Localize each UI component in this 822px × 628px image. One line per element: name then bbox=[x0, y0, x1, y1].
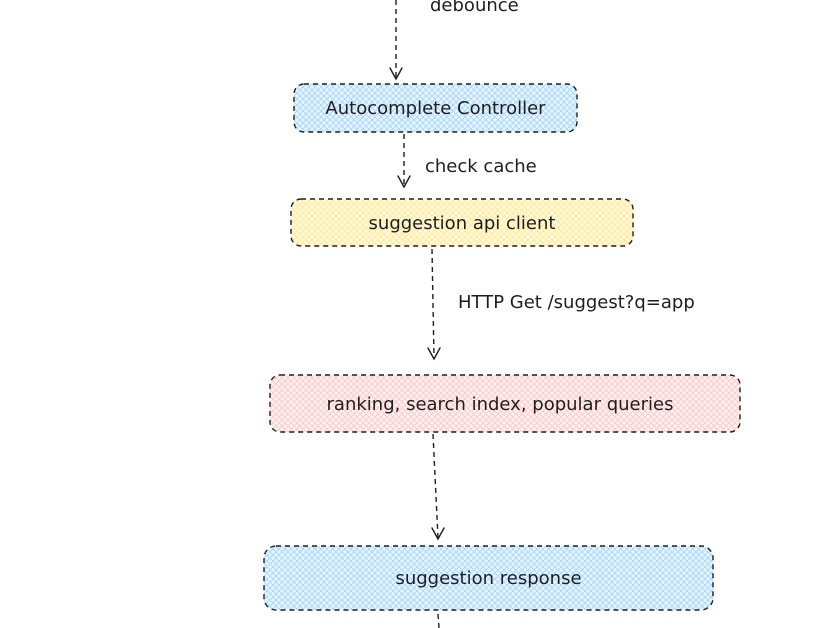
node-autocomplete-controller[interactable]: Autocomplete Controller bbox=[293, 83, 578, 133]
node-ranking-service[interactable]: ranking, search index, popular queries bbox=[269, 374, 741, 433]
node-label: suggestion api client bbox=[369, 213, 556, 234]
edge-http-get: HTTP Get /suggest?q=app bbox=[427, 248, 695, 361]
edge-debounce: debounce bbox=[389, 0, 519, 81]
node-label: Autocomplete Controller bbox=[325, 98, 546, 119]
edge-label-check-cache: check cache bbox=[425, 156, 537, 177]
node-suggestion-api-client[interactable]: suggestion api client bbox=[290, 198, 634, 247]
edge-response-out bbox=[437, 613, 440, 628]
node-label: ranking, search index, popular queries bbox=[327, 394, 674, 415]
edge-ranking-to-response bbox=[431, 433, 445, 541]
edge-label-http-get: HTTP Get /suggest?q=app bbox=[458, 292, 695, 313]
edge-label-debounce: debounce bbox=[430, 0, 519, 16]
node-suggestion-response[interactable]: suggestion response bbox=[263, 545, 714, 611]
edge-check-cache: check cache bbox=[397, 134, 537, 189]
node-label: suggestion response bbox=[395, 568, 581, 589]
